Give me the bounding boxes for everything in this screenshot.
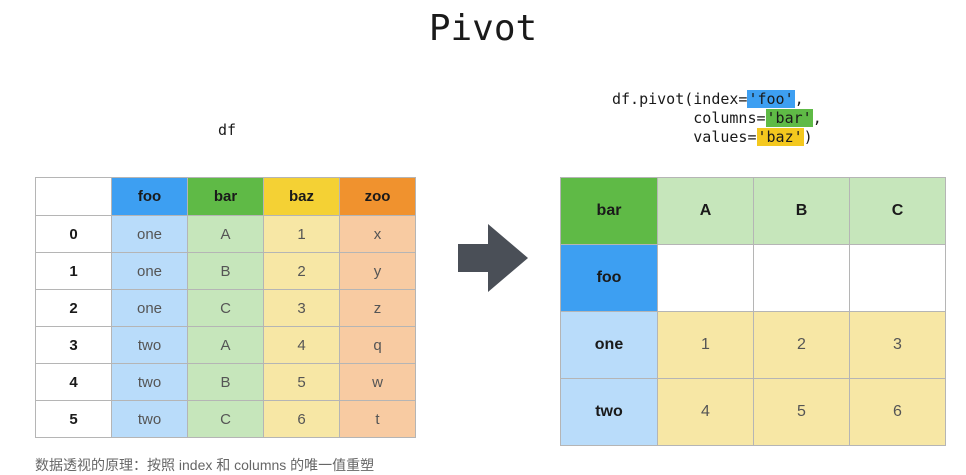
- pivot-row-label: one: [560, 311, 658, 379]
- df-index-cell: 0: [35, 215, 112, 253]
- footer-caption: 数据透视的原理：按照 index 和 columns 的唯一值重塑: [35, 457, 375, 473]
- pivot-empty-cell: [657, 244, 754, 312]
- code-line2-prefix: columns=: [612, 109, 766, 127]
- pivot-value-cell: 2: [753, 311, 850, 379]
- diagram-title: Pivot: [428, 8, 538, 49]
- df-index-cell: 3: [35, 326, 112, 364]
- pivot-value-cell: 5: [753, 378, 850, 446]
- pivot-value-cell: 3: [849, 311, 946, 379]
- df-table: foo bar baz zoo 0 one A 1 x 1 one B 2 y …: [35, 177, 416, 438]
- df-row: 5 two C 6 t: [35, 400, 416, 438]
- code-close: ): [803, 128, 813, 146]
- df-header-foo: foo: [111, 177, 188, 216]
- df-corner-cell: [35, 177, 112, 216]
- df-label: df: [218, 121, 237, 139]
- df-cell-foo: two: [111, 363, 188, 401]
- pivot-empty-cell: [849, 244, 946, 312]
- df-index-cell: 1: [35, 252, 112, 290]
- right-arrow-icon: [458, 224, 528, 292]
- df-row: 1 one B 2 y: [35, 252, 416, 290]
- df-cell-bar: C: [187, 289, 264, 327]
- df-cell-zoo: y: [339, 252, 416, 290]
- df-index-cell: 4: [35, 363, 112, 401]
- df-cell-bar: B: [187, 363, 264, 401]
- df-row: 2 one C 3 z: [35, 289, 416, 327]
- df-cell-baz: 2: [263, 252, 340, 290]
- df-cell-baz: 6: [263, 400, 340, 438]
- df-header-bar: bar: [187, 177, 264, 216]
- df-cell-baz: 3: [263, 289, 340, 327]
- code-line1-prefix: df.pivot(index=: [612, 90, 748, 108]
- pivot-value-cell: 6: [849, 378, 946, 446]
- pivot-empty-cell: [753, 244, 850, 312]
- df-cell-foo: one: [111, 252, 188, 290]
- pivot-row-label: two: [560, 378, 658, 446]
- df-header-baz: baz: [263, 177, 340, 216]
- df-cell-foo: one: [111, 289, 188, 327]
- pivot-row: two 4 5 6: [560, 378, 946, 446]
- df-cell-baz: 5: [263, 363, 340, 401]
- pivot-header-row: bar A B C: [560, 177, 946, 245]
- df-cell-foo: two: [111, 400, 188, 438]
- df-cell-baz: 4: [263, 326, 340, 364]
- pivot-columns-name: bar: [560, 177, 658, 245]
- pivot-index-name-row: foo: [560, 244, 946, 312]
- df-cell-zoo: x: [339, 215, 416, 253]
- df-cell-bar: A: [187, 326, 264, 364]
- pivot-table: bar A B C foo one 1 2 3 two 4 5 6: [560, 177, 946, 446]
- pivot-column-header: C: [849, 177, 946, 245]
- pivot-column-header: B: [753, 177, 850, 245]
- df-cell-bar: B: [187, 252, 264, 290]
- df-cell-bar: C: [187, 400, 264, 438]
- df-header-zoo: zoo: [339, 177, 416, 216]
- df-cell-foo: one: [111, 215, 188, 253]
- pivot-index-name: foo: [560, 244, 658, 312]
- df-index-cell: 5: [35, 400, 112, 438]
- code-line3-prefix: values=: [612, 128, 757, 146]
- df-cell-zoo: t: [339, 400, 416, 438]
- code-index-arg: 'foo': [747, 90, 795, 108]
- code-columns-arg: 'bar': [765, 109, 813, 127]
- df-row: 3 two A 4 q: [35, 326, 416, 364]
- df-header-row: foo bar baz zoo: [35, 177, 416, 216]
- df-cell-baz: 1: [263, 215, 340, 253]
- df-cell-bar: A: [187, 215, 264, 253]
- df-row: 0 one A 1 x: [35, 215, 416, 253]
- df-cell-zoo: q: [339, 326, 416, 364]
- pivot-value-cell: 1: [657, 311, 754, 379]
- df-row: 4 two B 5 w: [35, 363, 416, 401]
- pivot-column-header: A: [657, 177, 754, 245]
- df-cell-zoo: z: [339, 289, 416, 327]
- pivot-value-cell: 4: [657, 378, 754, 446]
- df-cell-zoo: w: [339, 363, 416, 401]
- code-values-arg: 'baz': [756, 128, 804, 146]
- df-index-cell: 2: [35, 289, 112, 327]
- pivot-row: one 1 2 3: [560, 311, 946, 379]
- df-cell-foo: two: [111, 326, 188, 364]
- pivot-code: df.pivot(index='foo', columns='bar', val…: [612, 90, 822, 146]
